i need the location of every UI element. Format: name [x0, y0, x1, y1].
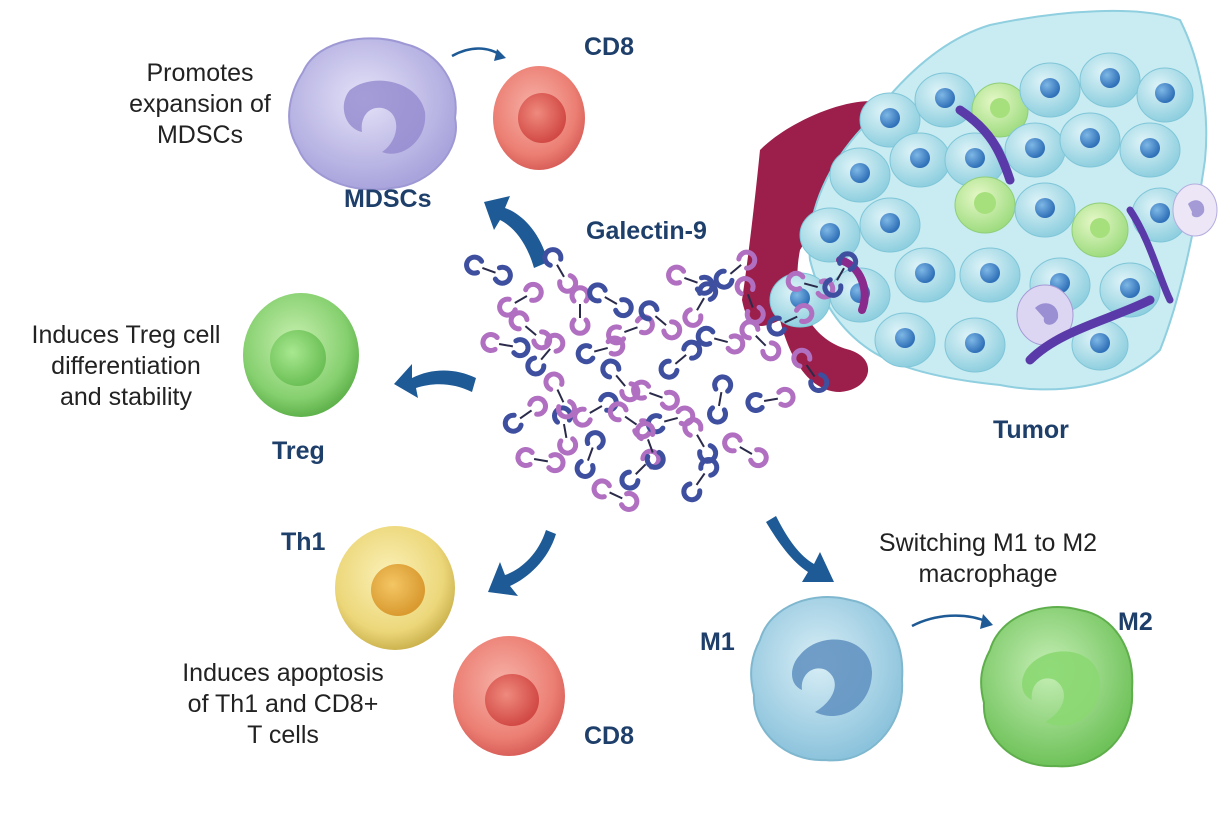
label-treg: Treg — [272, 437, 325, 465]
description-treg: Induces Treg cell differentiation and st… — [8, 320, 244, 413]
label-m1: M1 — [700, 628, 735, 656]
cd8-top-cell — [493, 66, 585, 170]
galectin-molecule — [766, 303, 815, 337]
th1-cell — [335, 526, 455, 650]
description-mdsc-line: expansion of — [129, 90, 271, 118]
description-mdsc-line: Promotes — [146, 59, 254, 87]
galectin-molecule — [543, 371, 577, 420]
description-mdsc-line: MDSCs — [156, 121, 244, 149]
galectin-molecule — [638, 300, 683, 341]
label-cd8-bottom: CD8 — [584, 722, 635, 750]
arrow-to-mdsc — [484, 196, 548, 268]
galectin-molecule — [722, 432, 769, 469]
galectin-molecule — [502, 395, 549, 434]
galectin-molecule — [666, 264, 715, 296]
arrow-to-treg — [394, 364, 476, 398]
galectin-molecule — [525, 332, 566, 377]
treg-cell — [243, 293, 359, 417]
galectin-molecule — [739, 319, 782, 362]
arrow-to-th1 — [488, 530, 556, 596]
label-cd8-top: CD8 — [584, 33, 635, 61]
label-tumor: Tumor — [993, 416, 1069, 444]
description-treg-line: differentiation — [51, 352, 201, 380]
galectin-molecule — [542, 247, 579, 294]
description-treg-line: and stability — [59, 383, 193, 411]
label-mdscs: MDSCs — [344, 185, 432, 213]
galectin-molecule — [713, 249, 758, 290]
description-macrophage-line: Switching M1 to M2 — [878, 529, 1098, 557]
galectin-molecule — [791, 347, 830, 394]
description-macrophage: Switching M1 to M2 macrophage — [858, 528, 1118, 590]
galectin-molecule — [695, 325, 746, 355]
galectin-molecule — [508, 310, 553, 351]
description-macrophage-line: macrophage — [918, 560, 1058, 588]
galectin-9-molecules — [464, 247, 859, 512]
label-galectin-9: Galectin-9 — [586, 217, 707, 245]
galectin-molecule — [734, 276, 766, 325]
mdsc-to-cd8-arrow — [451, 47, 506, 61]
description-apoptosis-line: T cells — [247, 721, 319, 749]
label-m2: M2 — [1118, 608, 1153, 636]
galectin-molecule — [587, 282, 634, 319]
description-apoptosis: Induces apoptosis of Th1 and CD8+ T cell… — [158, 658, 408, 751]
galectin-molecule — [745, 386, 796, 413]
galectin-molecule — [569, 285, 591, 336]
description-apoptosis-line: Induces apoptosis — [182, 659, 384, 687]
m1-to-m2-arrow — [911, 614, 993, 629]
galectin-molecule — [682, 417, 719, 464]
galectin-molecule — [658, 339, 703, 380]
galectin-molecule — [480, 332, 531, 359]
description-apoptosis-line: of Th1 and CD8+ — [187, 690, 379, 718]
galectin-molecule — [681, 456, 720, 503]
tumor-cells — [769, 52, 1218, 373]
m1-macrophage — [750, 595, 904, 762]
arrow-to-m1 — [766, 516, 834, 582]
galectin-molecule — [707, 374, 734, 425]
mdsc-cell — [288, 37, 457, 191]
galectin-molecule — [575, 335, 626, 365]
galectin-molecule — [515, 447, 566, 474]
description-treg-line: Induces Treg cell — [31, 321, 221, 349]
galectin-molecule — [574, 430, 606, 479]
label-th1: Th1 — [281, 528, 326, 556]
galectin-molecule — [634, 421, 666, 470]
m2-macrophage — [980, 605, 1134, 768]
galectin-molecule — [591, 478, 640, 512]
description-mdsc: Promotes expansion of MDSCs — [120, 58, 280, 151]
galectin-molecule — [464, 254, 513, 286]
galectin-molecule — [600, 358, 641, 403]
galectin-molecule — [822, 251, 859, 298]
cd8-bottom-cell — [453, 636, 565, 756]
